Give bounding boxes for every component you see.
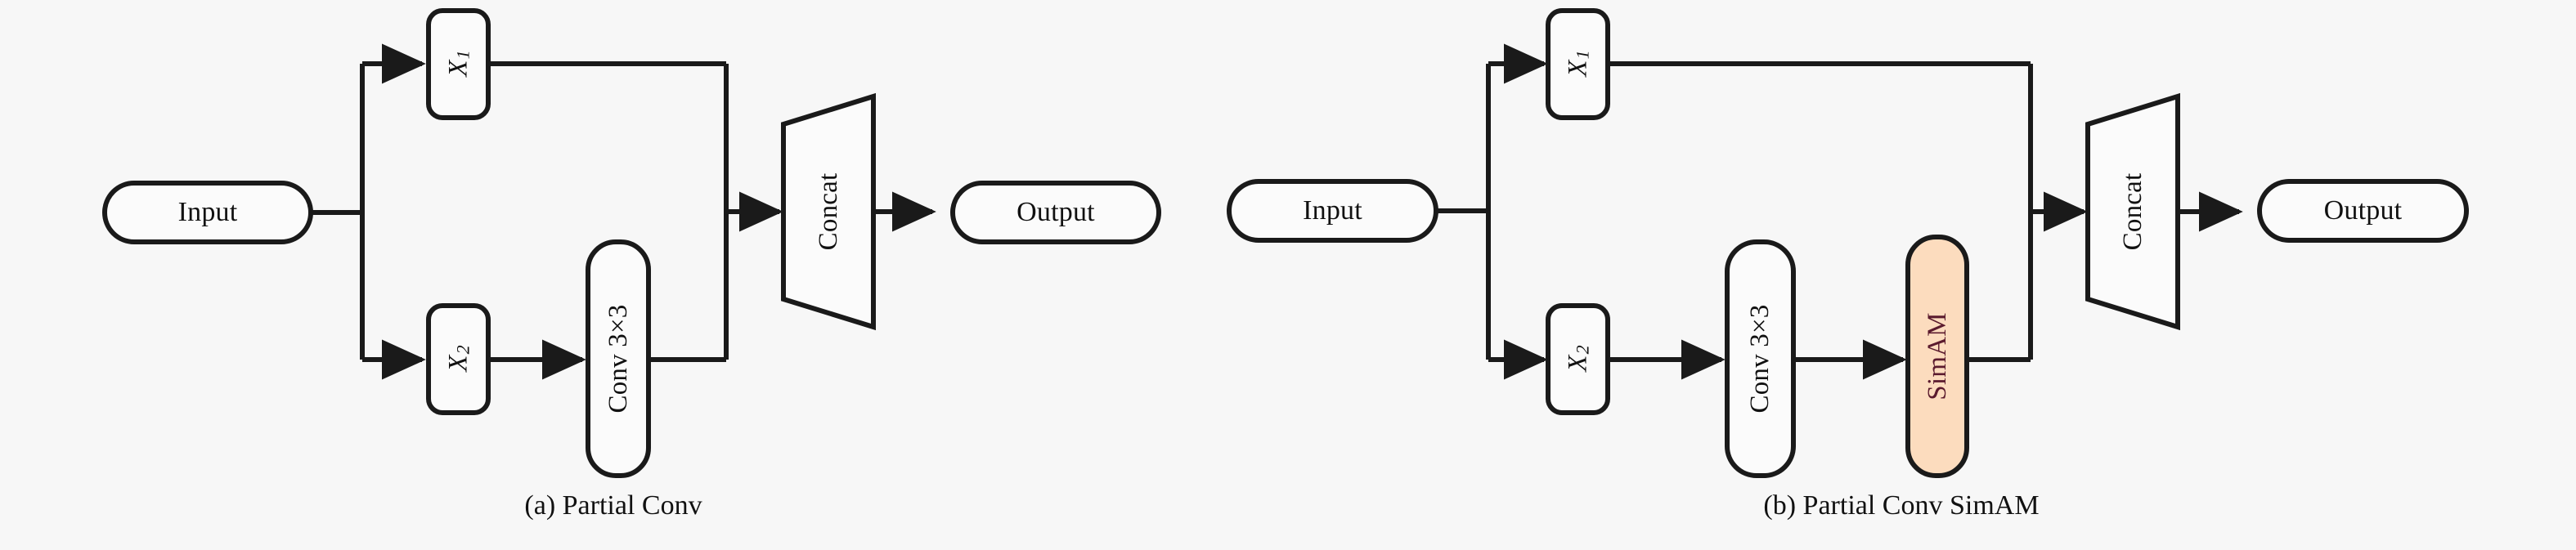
panel-a-graphics xyxy=(102,8,1161,478)
node-input[interactable] xyxy=(102,181,313,244)
panel-a-caption: (a) Partial Conv xyxy=(524,490,702,521)
node-conv[interactable] xyxy=(1725,239,1796,478)
node-concat[interactable] xyxy=(2085,92,2180,331)
panel-b-caption: (b) Partial Conv SimAM xyxy=(1763,490,2040,521)
node-simam[interactable] xyxy=(1905,235,1969,478)
node-input[interactable] xyxy=(1227,179,1438,243)
node-x2[interactable] xyxy=(1546,303,1610,415)
node-x1[interactable] xyxy=(426,8,491,120)
node-x1[interactable] xyxy=(1546,8,1610,120)
panel-b-graphics xyxy=(1227,8,2469,478)
node-output[interactable] xyxy=(950,181,1161,244)
node-x2[interactable] xyxy=(426,303,491,415)
node-output[interactable] xyxy=(2257,179,2469,243)
node-conv[interactable] xyxy=(586,239,651,478)
node-concat[interactable] xyxy=(781,92,876,331)
